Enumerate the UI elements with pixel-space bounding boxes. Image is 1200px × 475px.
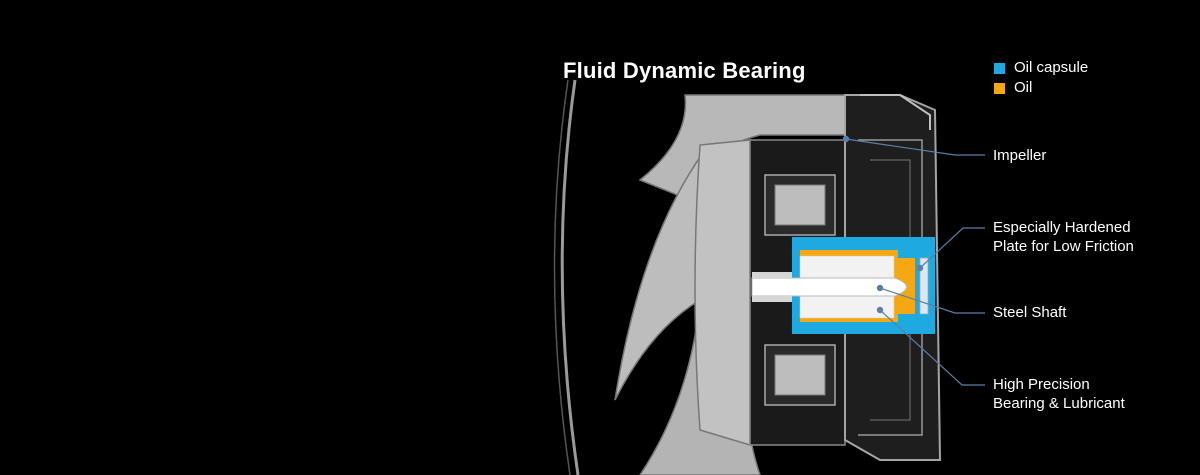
bearing-upper	[799, 255, 895, 279]
callout-steel-shaft: Steel Shaft	[993, 303, 1066, 322]
legend: Oil capsule Oil	[994, 58, 1088, 98]
leader-impeller	[845, 138, 985, 156]
oil-swatch	[994, 82, 1005, 94]
leader-lines	[845, 138, 985, 386]
leader-shaft	[879, 287, 985, 314]
callout-label: Impeller	[993, 147, 1047, 164]
steel-shaft	[751, 277, 907, 297]
leader-plate	[919, 227, 985, 269]
callout-label: Especially Hardened	[993, 219, 1131, 236]
legend-label: Oil	[1014, 79, 1033, 96]
legend-item-oil-capsule: Oil capsule	[994, 58, 1088, 78]
callout-label: High Precision	[993, 376, 1090, 393]
callout-impeller: Impeller	[993, 146, 1046, 165]
leader-bearing	[879, 309, 985, 386]
hardened-plate	[919, 257, 929, 315]
legend-label: Oil capsule	[1014, 59, 1089, 76]
diagram-title: Fluid Dynamic Bearing	[563, 58, 806, 83]
fan-frame-outline	[560, 79, 580, 475]
hub-housing	[694, 139, 751, 447]
callout-label: Steel Shaft	[993, 304, 1067, 321]
fan-blade-left	[614, 147, 707, 401]
callout-hardened-plate: Especially Hardened Plate for Low Fricti…	[993, 218, 1134, 256]
callout-bearing: High Precision Bearing & Lubricant	[993, 375, 1125, 413]
legend-item-oil: Oil	[994, 78, 1088, 98]
oil-capsule-swatch	[994, 62, 1005, 74]
callout-label: Plate for Low Friction	[993, 238, 1134, 255]
callout-label: Bearing & Lubricant	[993, 395, 1125, 412]
